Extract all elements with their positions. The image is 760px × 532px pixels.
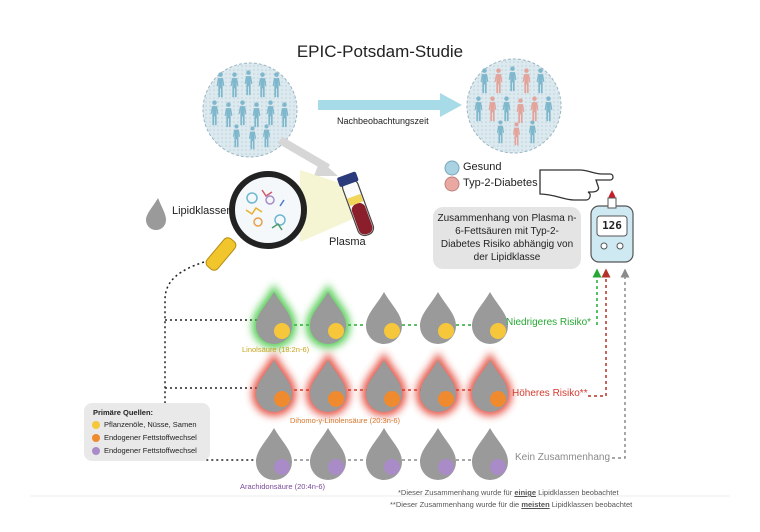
footnote-some-emph: einige xyxy=(514,488,536,497)
followup-population xyxy=(466,58,562,154)
lipid-drop-1-5 xyxy=(472,292,508,344)
lipid-drop-2-3 xyxy=(361,351,407,416)
association-info-text: Zusammenhang von Plasma n-6-Fettsäuren m… xyxy=(437,213,577,263)
lipid-drop-1-4 xyxy=(420,292,456,344)
plasma-tube-icon xyxy=(337,171,375,237)
sources-legend: Primäre Quellen: Pflanzenöle, Nüsse, Sam… xyxy=(84,403,210,461)
lipid-drop-2-2 xyxy=(305,351,351,416)
lipid-drop-2-4 xyxy=(415,351,461,416)
result-label-higher-risk: Höheres Risiko** xyxy=(512,388,588,399)
fatty-acid-dot xyxy=(384,459,400,475)
lipid-drop-1-2 xyxy=(305,283,351,348)
footnote-some-prefix: *Dieser Zusammenhang wurde für xyxy=(398,488,515,497)
footnote-most: **Dieser Zusammenhang wurde für die meis… xyxy=(390,500,632,509)
lipid-drop-1-1 xyxy=(251,283,297,348)
fatty-acid-dot xyxy=(274,323,290,339)
result-label-lower-risk: Niedrigeres Risiko* xyxy=(506,317,592,328)
source-dot-plant xyxy=(92,421,100,429)
lipid-drop-icon xyxy=(146,198,166,230)
lipid-drop-3-4 xyxy=(420,428,456,480)
source-dot-endogenous-2 xyxy=(92,447,100,455)
fatty-acid-dot xyxy=(384,391,400,407)
lipid-drop-3-1 xyxy=(256,428,292,480)
source-label-plant: Pflanzenöle, Nüsse, Samen xyxy=(104,420,197,429)
diabetes-dot xyxy=(444,176,460,192)
fatty-acid-dot xyxy=(274,391,290,407)
fatty-acid-dot xyxy=(328,391,344,407)
lipid-drop-2-5 xyxy=(467,351,513,416)
acid-label-arachidonic: Arachidonsäure (20:4n-6) xyxy=(240,482,326,491)
fatty-acid-dot xyxy=(328,459,344,475)
lipid-drop-1-3 xyxy=(366,292,402,344)
footnote-most-prefix: **Dieser Zusammenhang wurde für die xyxy=(390,500,522,509)
fatty-acid-dot xyxy=(274,459,290,475)
fatty-acid-dot xyxy=(490,323,506,339)
magnifier-icon xyxy=(205,170,355,271)
fatty-acid-dot xyxy=(438,323,454,339)
lipid-classes-label: Lipidklassen xyxy=(172,205,233,217)
lipid-drop-3-5 xyxy=(472,428,508,480)
source-dot-endogenous-1 xyxy=(92,434,100,442)
footnote-some-suffix: Lipidklassen beobachtet xyxy=(536,488,619,497)
sources-title: Primäre Quellen: xyxy=(93,408,154,417)
healthy-label: Gesund xyxy=(463,161,502,173)
lipid-drops xyxy=(251,283,513,480)
page-title: EPIC-Potsdam-Studie xyxy=(296,42,464,61)
followup-label: Nachbeobachtungszeit xyxy=(337,116,429,126)
fatty-acid-dot xyxy=(490,459,506,475)
healthy-dot xyxy=(444,160,460,176)
association-info-box: Zusammenhang von Plasma n-6-Fettsäuren m… xyxy=(433,207,581,269)
diabetes-label: Typ-2-Diabetes xyxy=(463,177,538,189)
footnote-most-suffix: Lipidklassen beobachtet xyxy=(549,500,633,509)
footnote-most-emph: meisten xyxy=(521,500,550,509)
glucometer-icon xyxy=(590,197,634,263)
result-label-no-association: Kein Zusammenhang xyxy=(515,452,611,463)
lipid-drop-2-1 xyxy=(251,351,297,416)
acid-label-dgla: Dihomo-γ-Linolensäure (20:3n-6) xyxy=(290,416,401,425)
source-label-endogenous-2: Endogener Fettstoffwechsel xyxy=(104,446,197,455)
plasma-label: Plasma xyxy=(329,236,366,248)
source-label-endogenous-1: Endogener Fettstoffwechsel xyxy=(104,433,197,442)
fatty-acid-dot xyxy=(438,459,454,475)
fatty-acid-dot xyxy=(384,323,400,339)
lipid-drop-3-2 xyxy=(310,428,346,480)
followup-arrow xyxy=(318,93,462,117)
finger-prick-icon xyxy=(539,169,616,204)
acid-label-linoleic: Linolsäure (18:2n-6) xyxy=(242,345,310,354)
baseline-population xyxy=(202,62,298,158)
fatty-acid-dot xyxy=(328,323,344,339)
glucometer-readout: 126 xyxy=(602,219,622,232)
fatty-acid-dot xyxy=(490,391,506,407)
footnote-some: *Dieser Zusammenhang wurde für einige Li… xyxy=(398,488,619,497)
fatty-acid-dot xyxy=(438,391,454,407)
lipid-drop-3-3 xyxy=(366,428,402,480)
